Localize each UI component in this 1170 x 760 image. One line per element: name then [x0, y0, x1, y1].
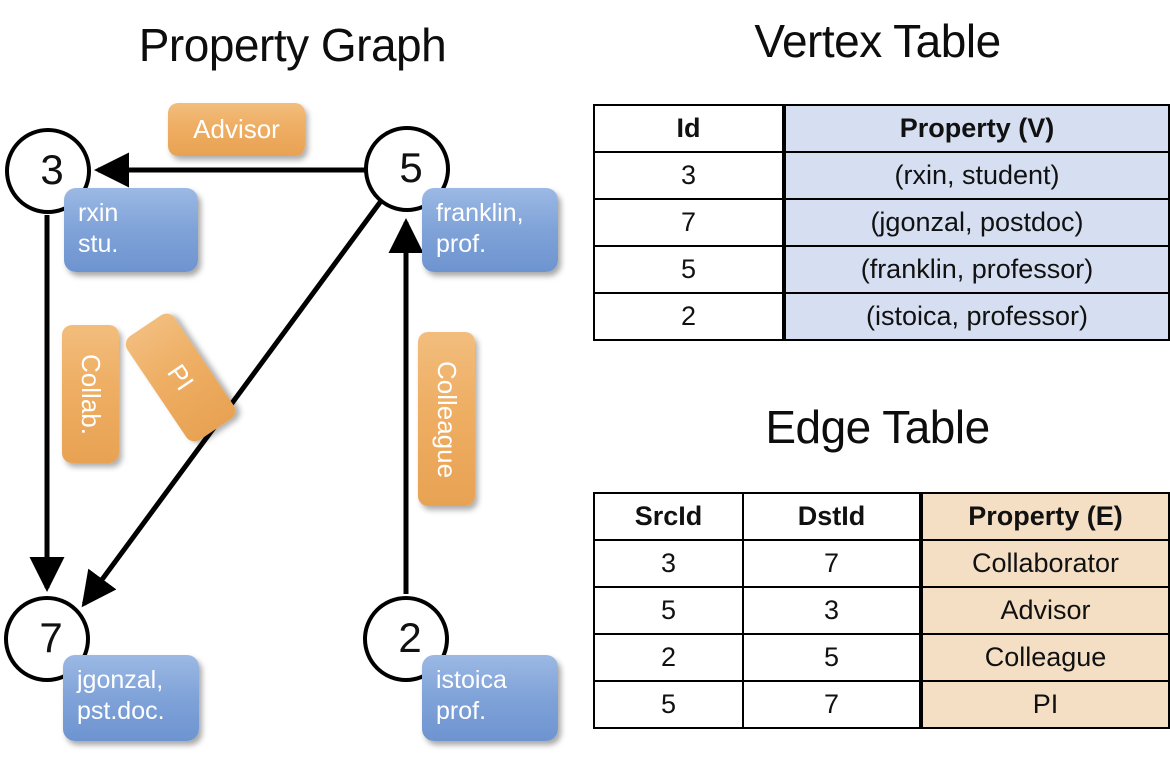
edge-cell-srcid: 3 [593, 539, 744, 588]
property-graph-diagram: 3 5 7 2 rxin stu. franklin, prof. jgonza… [4, 103, 558, 741]
table-row: 5 7 PI [593, 680, 1170, 729]
vertex-property-line: jgonzal, [77, 666, 164, 694]
vertex-property-box-2: istoica prof. [422, 655, 558, 741]
edge-cell-dstid: 3 [742, 586, 922, 635]
vertex-cell-id: 3 [593, 151, 785, 200]
vertex-cell-id: 2 [593, 292, 785, 341]
edge-cell-property: Colleague [919, 633, 1170, 682]
edge-cell-property: Advisor [919, 586, 1170, 635]
vertex-cell-property: (rxin, student) [782, 151, 1170, 200]
edge-table-header-property: Property (E) [919, 492, 1170, 541]
table-row: 5 (franklin, professor) [593, 245, 1170, 294]
vertex-property-line: prof. [436, 696, 487, 725]
edge-label-collab: Collab. [62, 325, 119, 463]
edge-cell-srcid: 5 [593, 586, 744, 635]
vertex-property-box-5: franklin, prof. [422, 188, 558, 272]
vertex-property-line: rxin [78, 199, 119, 227]
table-row: 5 3 Advisor [593, 586, 1170, 635]
edge-cell-srcid: 2 [593, 633, 744, 682]
edge-cell-dstid: 7 [742, 680, 922, 729]
table-row: 3 (rxin, student) [593, 151, 1170, 200]
table-row: 3 7 Collaborator [593, 539, 1170, 588]
page-title-vertex-table: Vertex Table [754, 15, 1001, 67]
edge-cell-property: Collaborator [919, 539, 1170, 588]
edge-cell-dstid: 7 [742, 539, 922, 588]
vertex-property-box-3: rxin stu. [64, 188, 198, 272]
graph-node-5-label: 5 [399, 144, 423, 192]
edge-line-pi [81, 199, 384, 608]
vertex-property-line: stu. [78, 229, 119, 258]
edge-label-advisor-text: Advisor [193, 114, 280, 144]
vertex-cell-property: (istoica, professor) [782, 292, 1170, 341]
graph-edges-svg [29, 152, 424, 608]
graph-node-3-label: 3 [40, 146, 64, 194]
page-title-property-graph: Property Graph [138, 19, 447, 71]
vertex-property-box-7: jgonzal, pst.doc. [63, 655, 199, 741]
vertex-table-header-id: Id [593, 104, 785, 153]
edge-label-pi-text: PI [161, 358, 201, 396]
vertex-cell-id: 5 [593, 245, 785, 294]
edge-label-colleague: Colleague [418, 332, 475, 506]
edge-label-advisor: Advisor [168, 103, 305, 156]
vertex-property-line: istoica [436, 666, 507, 694]
edge-cell-property: PI [919, 680, 1170, 729]
edge-cell-dstid: 5 [742, 633, 922, 682]
vertex-cell-id: 7 [593, 198, 785, 247]
table-header-row: SrcId DstId Property (E) [593, 492, 1170, 541]
vertex-property-line: pst.doc. [77, 696, 165, 725]
page-title-edge-table: Edge Table [765, 401, 990, 453]
table-row: 7 (jgonzal, postdoc) [593, 198, 1170, 247]
vertex-table: Id Property (V) 3 (rxin, student) 7 (jgo… [593, 104, 1170, 341]
graph-node-2-label: 2 [398, 614, 422, 662]
vertex-table-header-property: Property (V) [782, 104, 1170, 153]
edge-label-colleague-text: Colleague [432, 360, 462, 478]
edge-label-collab-text: Collab. [76, 353, 106, 435]
vertex-cell-property: (jgonzal, postdoc) [782, 198, 1170, 247]
vertex-property-line: franklin, [436, 199, 524, 227]
table-row: 2 5 Colleague [593, 633, 1170, 682]
graph-node-7-label: 7 [39, 614, 63, 662]
edge-cell-srcid: 5 [593, 680, 744, 729]
edge-table: SrcId DstId Property (E) 3 7 Collaborato… [593, 492, 1170, 729]
vertex-property-line: prof. [436, 229, 487, 258]
edge-table-header-srcid: SrcId [593, 492, 744, 541]
table-row: 2 (istoica, professor) [593, 292, 1170, 341]
edge-table-header-dstid: DstId [742, 492, 922, 541]
table-header-row: Id Property (V) [593, 104, 1170, 153]
vertex-cell-property: (franklin, professor) [782, 245, 1170, 294]
